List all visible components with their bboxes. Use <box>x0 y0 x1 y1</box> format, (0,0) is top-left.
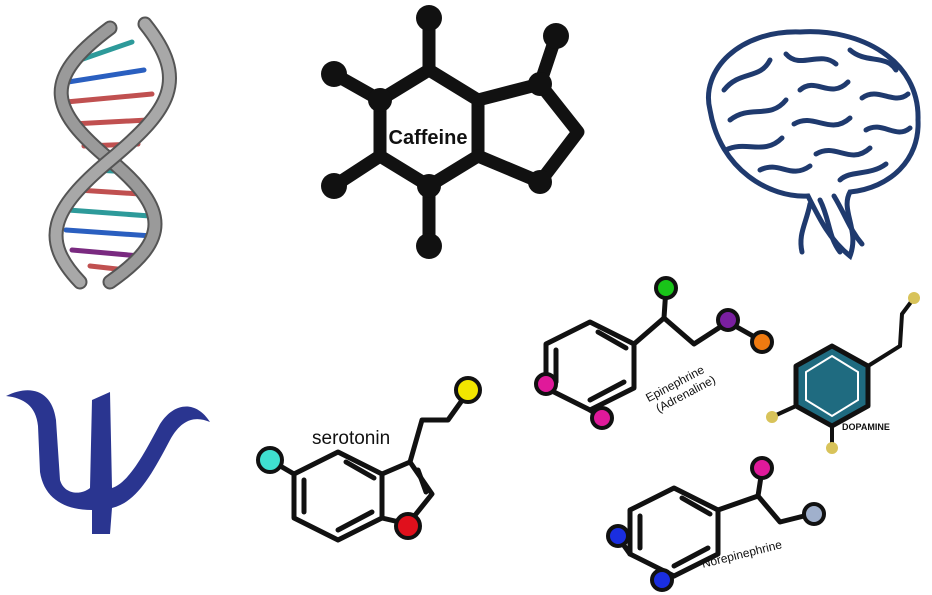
norepinephrine-label: Norepinephrine <box>700 537 783 571</box>
serotonin-label: serotonin <box>312 428 390 449</box>
caffeine-molecule-icon: Caffeine <box>321 5 585 259</box>
dopamine-molecule-icon: DOPAMINE <box>766 292 920 454</box>
psi-symbol-icon <box>6 390 210 534</box>
dna-helix-icon <box>48 16 177 290</box>
norepinephrine-molecule-icon: Norepinephrine <box>606 456 826 592</box>
caffeine-label: Caffeine <box>389 127 468 149</box>
epinephrine-molecule-icon: Epinephrine (Adrenaline) <box>534 276 774 430</box>
dopamine-label: DOPAMINE <box>842 422 890 432</box>
brain-icon <box>706 29 921 261</box>
serotonin-molecule-icon: serotonin <box>256 376 482 543</box>
